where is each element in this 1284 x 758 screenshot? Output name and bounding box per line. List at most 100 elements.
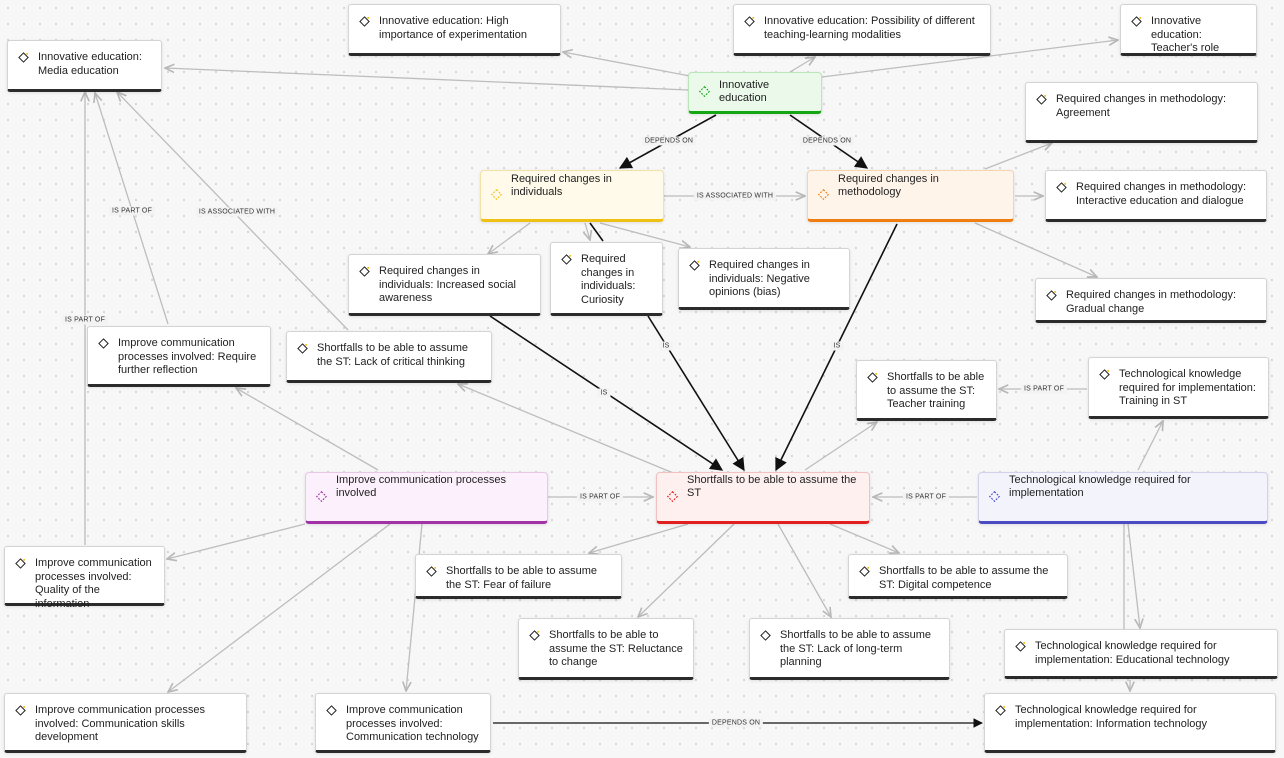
diamond-icon [1015,641,1026,652]
diamond-icon [561,254,572,265]
node-required-changes-methodology[interactable]: Required changes in methodology [807,170,1014,222]
node-cm-agreement[interactable]: Required changes in methodology: Agreeme… [1025,82,1258,143]
dashed-diamond-icon [667,491,678,502]
edge-shortfalls-to-reluctance [638,523,735,617]
edge-label-is-associated-with-left: IS ASSOCIATED WITH [195,207,279,217]
node-label: Shortfalls to be able to assume the ST: … [879,565,1049,591]
diamond-icon [744,16,755,27]
node-label: Required changes in methodology [838,172,939,199]
node-label: Technological knowledge required for imp… [1119,368,1256,407]
edge-label-depends-on-left: DEPENDS ON [641,136,697,146]
diamond-icon [426,566,437,577]
node-label: Innovative education: High importance of… [379,15,527,41]
diamond-icon [1036,94,1047,105]
node-label: Shortfalls to be able to assume the ST [687,473,857,500]
node-improve-communication[interactable]: Improve communication processes involved [305,472,548,524]
edge-label-is-associated-with-center: IS ASSOCIATED WITH [693,191,777,201]
diamond-icon [529,630,540,641]
node-label: Required changes in methodology: Gradual… [1066,289,1237,315]
node-label: Required changes in methodology: Interac… [1076,181,1247,207]
edge-methodology-to-gradual [974,222,1097,277]
node-ci-negative[interactable]: Required changes in individuals: Negativ… [678,248,850,310]
edge-label-depends-on-right: DEPENDS ON [799,136,855,146]
node-tk-it[interactable]: Technological knowledge required for imp… [984,693,1276,753]
node-label: Improve communication processes involved [336,473,506,500]
node-label: Shortfalls to be able to assume the ST: … [780,629,932,668]
node-st-teacher-training[interactable]: Shortfalls to be able to assume the ST: … [856,360,997,421]
node-shortfalls[interactable]: Shortfalls to be able to assume the ST [656,472,870,524]
edge-individuals-to-social [488,222,531,254]
node-ie-modalities[interactable]: Innovative education: Possibility of dif… [733,4,991,56]
dashed-diamond-icon [818,189,829,200]
edge-shortfalls-to-critical [458,384,679,476]
diamond-icon [1131,16,1142,27]
node-label: Innovative education: Teacher's role [1151,15,1220,54]
node-icp-reflection[interactable]: Improve communication processes involved… [87,326,271,387]
node-st-reluctance[interactable]: Shortfalls to be able to assume the ST: … [518,618,694,680]
node-st-digital[interactable]: Shortfalls to be able to assume the ST: … [848,554,1068,599]
edge-communication-to-quality [167,523,306,559]
node-label: Improve communication processes involved… [35,704,205,743]
diamond-icon [18,52,29,63]
node-icp-quality[interactable]: Improve communication processes involved… [4,546,165,610]
node-st-critical[interactable]: Shortfalls to be able to assume the ST: … [286,331,492,383]
diamond-icon [1056,182,1067,193]
node-innovative-education[interactable]: Innovative education [688,72,822,114]
node-st-fear[interactable]: Shortfalls to be able to assume the ST: … [415,554,622,599]
node-ci-curiosity[interactable]: Required changes in individuals: Curiosi… [550,242,663,316]
node-icp-skills[interactable]: Improve communication processes involved… [4,693,247,753]
edge-shortfalls-to-teacher-training [804,422,877,471]
node-ci-social[interactable]: Required changes in individuals: Increas… [348,254,541,316]
diamond-icon [15,705,26,716]
diamond-icon [15,558,26,569]
node-label: Innovative education: Media education [38,51,142,77]
dashed-diamond-icon [491,189,502,200]
edge-methodology-to-agreement [984,143,1052,170]
node-ie-media[interactable]: Innovative education: Media education [7,40,162,92]
edge-label-is-part-of-reflection: IS PART OF [108,206,156,216]
node-ie-experimentation[interactable]: Innovative education: High importance of… [348,4,561,56]
edge-individuals-to-curiosity [585,222,590,240]
edge-ie-to-experimentation [563,52,691,77]
diamond-icon [1099,369,1110,380]
edge-ie-to-media [165,68,689,91]
edge-ie-to-modalities [789,57,815,73]
edge-label-depends-on-bottom: DEPENDS ON [708,718,764,728]
node-label: Shortfalls to be able to assume the ST: … [446,565,598,591]
diamond-icon [359,16,370,27]
edge-communication-to-technology [406,523,423,691]
edge-label-is-curiosity: IS [659,341,673,351]
node-required-changes-individuals[interactable]: Required changes in individuals [480,170,664,222]
diamond-icon [297,343,308,354]
node-label: Innovative education [719,78,770,105]
edge-curiosity-is-shortfalls [647,315,745,472]
edge-label-is-part-of-quality: IS PART OF [61,315,109,325]
node-label: Technological knowledge required for imp… [1015,704,1207,730]
node-st-planning[interactable]: Shortfalls to be able to assume the ST: … [749,618,950,680]
diamond-icon [760,630,771,641]
node-label: Improve communication processes involved… [346,704,479,743]
edge-communication-to-reflection [236,388,379,471]
node-label: Shortfalls to be able to assume the ST: … [549,629,683,668]
diamond-icon [867,372,878,383]
diamond-icon [359,266,370,277]
edge-communication-to-skills [168,523,391,692]
node-cm-gradual[interactable]: Required changes in methodology: Gradual… [1035,278,1267,323]
node-tk-edtech[interactable]: Technological knowledge required for imp… [1004,629,1278,679]
edge-label-is-social: IS [597,388,611,398]
edge-ie-to-teacher-role [821,40,1118,78]
node-ie-teacher-role[interactable]: Innovative education: Teacher's role [1120,4,1257,56]
diamond-icon [689,260,700,271]
edge-curiosity-dark [589,222,604,242]
node-label: Improve communication processes involved… [118,337,257,376]
edge-tech-to-training [1137,421,1163,471]
node-label: Shortfalls to be able to assume the ST: … [887,371,985,410]
edge-label-is-part-of-training: IS PART OF [1020,384,1068,394]
edge-label-is-part-of-communication: IS PART OF [576,492,624,502]
node-label: Technological knowledge required for imp… [1009,473,1191,500]
node-technological-knowledge[interactable]: Technological knowledge required for imp… [978,472,1268,524]
node-cm-interactive[interactable]: Required changes in methodology: Interac… [1045,170,1267,222]
node-tk-training[interactable]: Technological knowledge required for imp… [1088,357,1269,419]
node-icp-technology[interactable]: Improve communication processes involved… [315,693,491,753]
edge-shortfalls-to-planning [777,523,831,617]
